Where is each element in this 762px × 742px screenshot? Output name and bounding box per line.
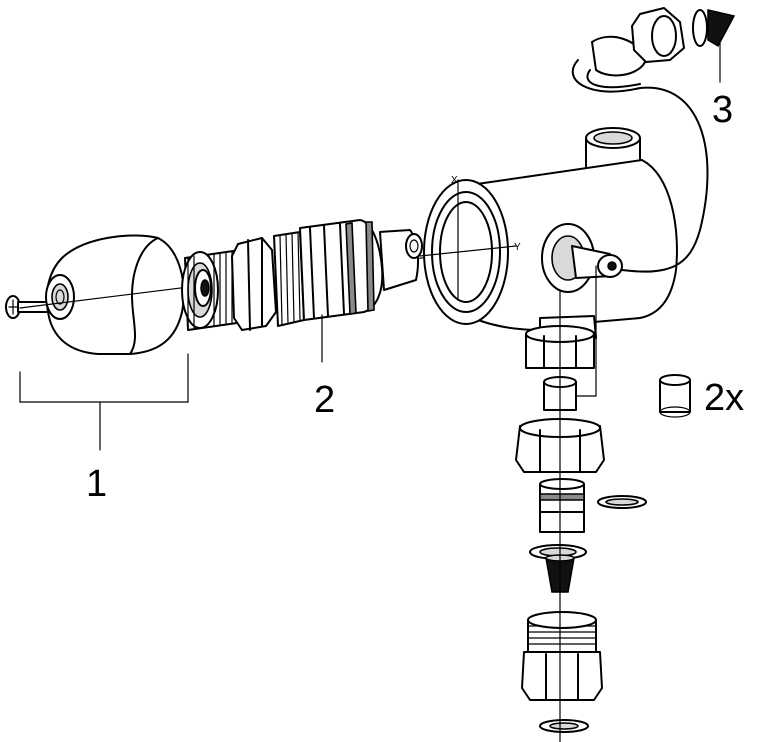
callout-part-3: 3 <box>712 89 733 131</box>
thermostatic-cartridge <box>181 219 423 363</box>
bottom-fitting-stack <box>515 289 605 742</box>
callout-part-1: 1 <box>86 463 107 505</box>
handle-cap <box>45 234 185 355</box>
callout-part-2: 2 <box>314 379 335 421</box>
part-1-bracket <box>19 353 189 451</box>
spare-washer <box>597 495 647 509</box>
hose-connector-assembly <box>571 7 736 273</box>
valve-body <box>419 127 678 397</box>
axis-letter-y: Y <box>514 242 521 253</box>
axis-letter-x: X <box>451 175 458 186</box>
screw <box>5 295 49 319</box>
callout-qty-2x: 2x <box>704 377 744 419</box>
handle-cap-assembly <box>5 234 185 355</box>
spare-sleeve <box>659 374 691 418</box>
